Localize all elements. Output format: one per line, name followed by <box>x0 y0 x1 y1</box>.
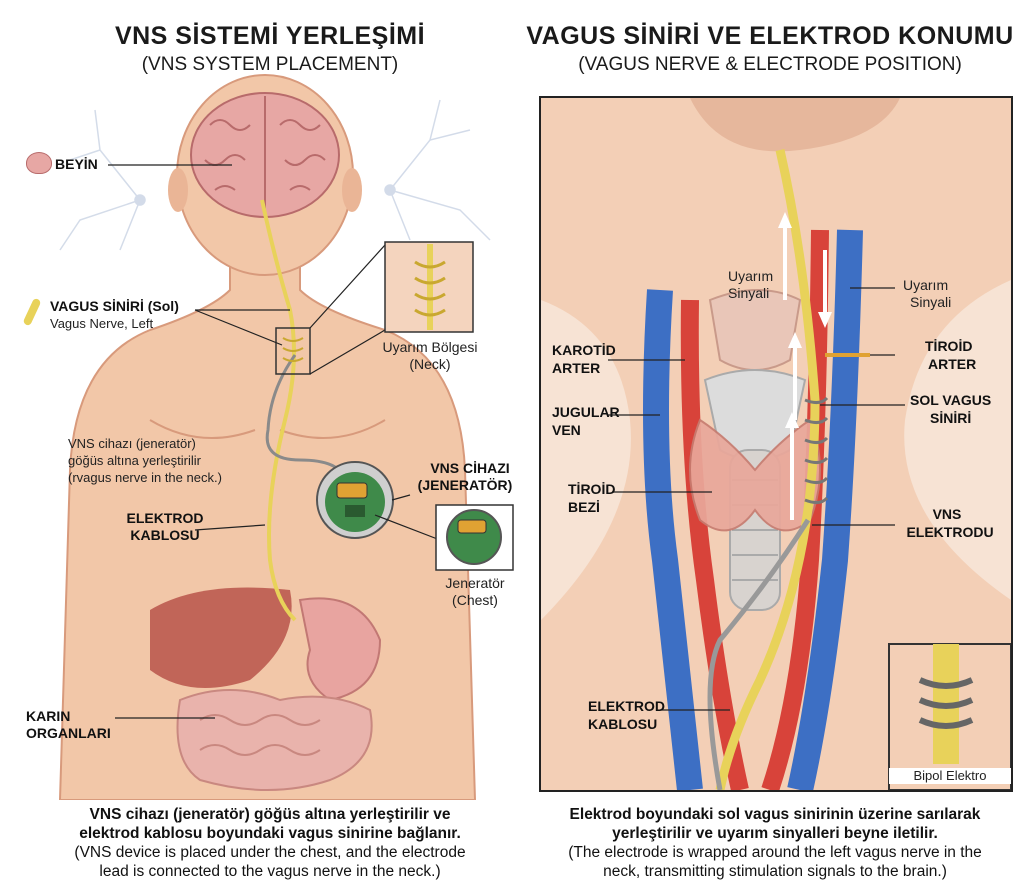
label-carotid: KAROTİD <box>552 342 616 358</box>
device-note-2: göğüs altına yerleştirilir <box>68 453 201 468</box>
label-bipolar: Bipol Elektro <box>889 768 1011 784</box>
right-caption: Elektrod boyundaki sol vagus sinirinin ü… <box>530 805 1020 881</box>
neck-anatomy-panel <box>539 96 1013 792</box>
stim-zone-box <box>275 327 311 375</box>
label-left-vagus-2: SİNİRİ <box>930 410 972 426</box>
left-caption-en-2: lead is connected to the vagus nerve in … <box>99 863 441 880</box>
left-caption-en-1: (VNS device is placed under the chest, a… <box>74 844 466 861</box>
right-subtitle: (VAGUS NERVE & ELECTRODE POSITION) <box>578 54 962 75</box>
label-left-vagus: SOL VAGUS <box>910 392 992 408</box>
stomach <box>298 597 382 702</box>
left-caption-tr-2: elektrod kablosu boyundaki vagus sinirin… <box>79 825 461 842</box>
label-lead-2: KABLOSU <box>130 527 200 543</box>
device-note-1: VNS cihazı (jeneratör) <box>68 436 196 451</box>
label-lead: ELEKTROD <box>126 510 204 526</box>
label-right-lead: ELEKTROD <box>588 698 665 714</box>
label-thyroid-artery: TİROİD <box>925 338 973 354</box>
brain-icon <box>26 152 52 174</box>
label-vns-electrode-2: ELEKTRODU <box>906 524 994 540</box>
label-generator-en: (Chest) <box>452 592 498 608</box>
lead-cable <box>265 354 347 481</box>
vagus-nerve <box>260 199 297 622</box>
label-generator: Jeneratör <box>445 575 505 591</box>
label-carotid-2: ARTER <box>552 360 601 376</box>
signal-right-2: Sinyali <box>910 294 952 310</box>
right-caption-tr-1: Elektrod boyundaki sol vagus sinirinin ü… <box>569 806 981 823</box>
label-thyroid: TİROİD <box>568 481 616 497</box>
brain <box>190 92 340 218</box>
liver <box>150 587 292 688</box>
left-caption-tr-1: VNS cihazı (jeneratör) göğüs altına yerl… <box>89 806 451 823</box>
label-jugular-2: VEN <box>552 422 581 438</box>
signal-left-1: Uyarım <box>728 268 774 284</box>
label-thyroid-2: BEZİ <box>568 499 600 515</box>
label-stim-zone-en: (Neck) <box>409 356 451 372</box>
label-abdomen: KARIN <box>26 708 71 724</box>
label-vns-device-2: (JENERATÖR) <box>417 477 513 493</box>
left-title: VNS SİSTEMİ YERLEŞİMİ <box>114 22 426 50</box>
right-caption-tr-2: yerleştirilir ve uyarım sinyalleri beyne… <box>612 825 938 842</box>
left-subtitle: (VNS SYSTEM PLACEMENT) <box>141 54 399 75</box>
label-stim-zone: Uyarım Bölgesi <box>382 339 478 355</box>
signal-left-2: Sinyali <box>728 285 770 301</box>
label-right-lead-2: KABLOSU <box>588 716 658 732</box>
label-vagus-en: Vagus Nerve, Left <box>50 316 154 331</box>
label-vns-device: VNS CİHAZI <box>430 460 510 476</box>
right-title: VAGUS SİNİRİ VE ELEKTROD KONUMU <box>526 22 1014 50</box>
label-thyroid-artery-2: ARTER <box>928 356 977 372</box>
label-vagus: VAGUS SİNİRİ (Sol) <box>50 298 179 314</box>
signal-right-1: Uyarım <box>903 277 949 293</box>
label-abdomen-2: ORGANLARI <box>26 725 111 741</box>
neuron-background <box>59 99 491 251</box>
label-jugular: JUGULAR <box>552 404 620 420</box>
right-caption-en-1: (The electrode is wrapped around the lef… <box>568 844 982 861</box>
right-caption-en-2: neck, transmitting stimulation signals t… <box>603 863 947 880</box>
body-illustration <box>58 74 514 800</box>
left-caption: VNS cihazı (jeneratör) göğüs altına yerl… <box>20 805 520 881</box>
intestines <box>176 689 373 791</box>
label-vns-electrode: VNS <box>932 506 962 522</box>
label-brain: BEYİN <box>55 156 98 172</box>
vns-device <box>316 461 394 539</box>
device-note-3: (rvagus nerve in the neck.) <box>68 470 222 485</box>
